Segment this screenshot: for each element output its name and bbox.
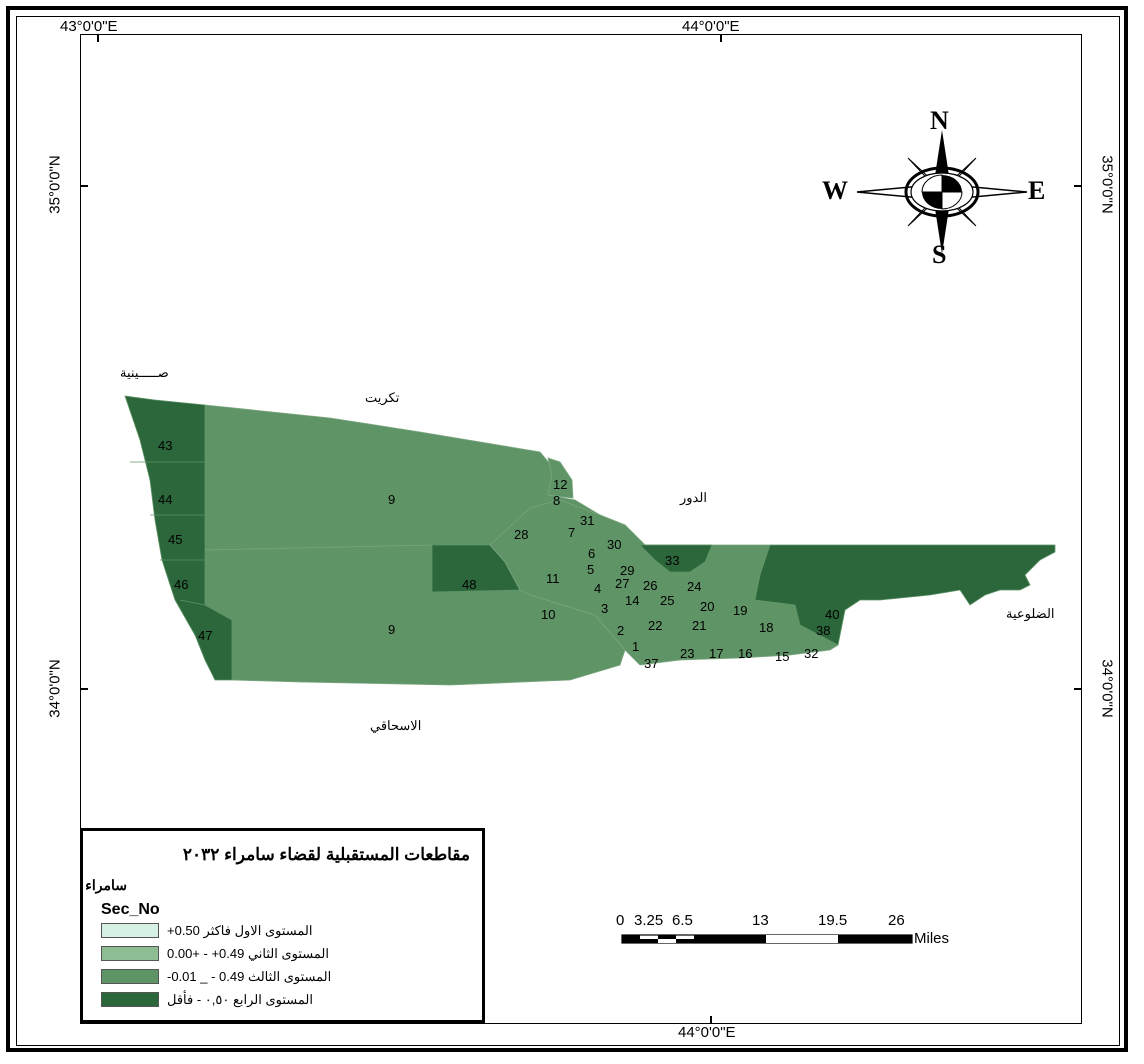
sector-label: 44 bbox=[158, 492, 173, 507]
outer-frame bbox=[6, 6, 1128, 1052]
west-label: W bbox=[822, 176, 848, 205]
sector-label: 32 bbox=[804, 646, 819, 661]
sector-label: 29 bbox=[620, 563, 635, 578]
lon-label-bottom: 44°0'0"E bbox=[678, 1024, 736, 1041]
sector-region-west[interactable] bbox=[124, 395, 233, 681]
sector-label: 8 bbox=[553, 493, 561, 508]
sector-divider bbox=[204, 544, 433, 551]
scale-tick-5: 26 bbox=[888, 912, 905, 929]
legend-label: +0.50 المستوى الاول فاكثر bbox=[167, 923, 313, 938]
sector-label: 15 bbox=[775, 649, 790, 664]
sector-label: 14 bbox=[625, 593, 640, 608]
sector-label: 27 bbox=[615, 576, 630, 591]
east-label: E bbox=[1028, 176, 1046, 205]
tick-top-left bbox=[97, 34, 99, 42]
inner-frame bbox=[16, 16, 1120, 1046]
sector-label: 6 bbox=[588, 546, 596, 561]
neighbor-sininiya: صـــــينية bbox=[120, 365, 169, 380]
scale-tick-2: 6.5 bbox=[672, 912, 693, 929]
sector-label: 16 bbox=[738, 646, 753, 661]
tick-left-top bbox=[80, 185, 88, 187]
tick-top-right bbox=[720, 34, 722, 42]
tick-left-bottom bbox=[80, 688, 88, 690]
sector-label: 5 bbox=[587, 562, 595, 577]
legend-item: -0.01 _ - 0.49 المستوى الثالث bbox=[101, 969, 471, 987]
legend-swatch bbox=[101, 969, 159, 984]
north-arrow bbox=[856, 130, 1028, 254]
neighbor-dhuluiya: الضلوعية bbox=[1006, 606, 1055, 621]
legend-swatch bbox=[101, 992, 159, 1007]
legend-item: 0.00+ - +0.49 المستوى الثاني bbox=[101, 946, 471, 964]
sector-label: 9 bbox=[388, 622, 396, 637]
scale-tick-3: 13 bbox=[752, 912, 769, 929]
scale-tick-4: 19.5 bbox=[818, 912, 848, 929]
legend-label: -0.01 _ - 0.49 المستوى الثالث bbox=[167, 969, 332, 984]
legend-item: +0.50 المستوى الاول فاكثر bbox=[101, 923, 471, 941]
neighbor-dour: الدور bbox=[680, 490, 707, 505]
sector-divider bbox=[179, 599, 206, 606]
neighbor-ishaqi: الاسحاقي bbox=[370, 718, 422, 733]
sector-label: 9 bbox=[388, 492, 396, 507]
map-frame bbox=[80, 34, 1082, 1024]
tick-right-bottom bbox=[1074, 688, 1082, 690]
legend-label: 0.00+ - +0.49 المستوى الثاني bbox=[167, 946, 329, 961]
sector-label: 2 bbox=[617, 623, 625, 638]
legend-swatch bbox=[101, 923, 159, 938]
scale-tick-1: 3.25 bbox=[634, 912, 664, 929]
legend-label: المستوى الرابع ٠,٥٠ - فأقل bbox=[167, 992, 313, 1007]
legend-swatch bbox=[101, 946, 159, 961]
sector-label: 30 bbox=[607, 537, 622, 552]
legend-title: مقاطعات المستقبلية لقضاء سامراء ٢٠٣٢ bbox=[182, 845, 470, 864]
sector-label: 46 bbox=[174, 577, 189, 592]
sector-region-12[interactable] bbox=[547, 457, 574, 499]
sector-label: 19 bbox=[733, 603, 748, 618]
sector-label: 18 bbox=[759, 620, 774, 635]
sector-label: 22 bbox=[648, 618, 663, 633]
scale-tick-0: 0 bbox=[616, 912, 625, 929]
north-label: N bbox=[930, 106, 949, 135]
legend-field: Sec_No bbox=[101, 901, 160, 918]
legend-item: المستوى الرابع ٠,٥٠ - فأقل bbox=[101, 992, 471, 1010]
sector-label: 33 bbox=[665, 553, 680, 568]
lon-label-top-right: 44°0'0"E bbox=[682, 18, 740, 35]
sector-label: 20 bbox=[700, 599, 715, 614]
legend: مقاطعات المستقبلية لقضاء سامراء ٢٠٣٢ سام… bbox=[80, 828, 485, 1023]
sector-label: 47 bbox=[198, 628, 213, 643]
sector-label: 45 bbox=[168, 532, 183, 547]
sector-region-33[interactable] bbox=[639, 544, 713, 573]
sector-label: 10 bbox=[541, 607, 556, 622]
sector-label: 17 bbox=[709, 646, 724, 661]
scale-unit: Miles bbox=[914, 930, 950, 947]
sector-label: 1 bbox=[632, 639, 640, 654]
sector-label: 11 bbox=[546, 571, 560, 586]
sector-label: 26 bbox=[643, 578, 658, 593]
sector-label: 38 bbox=[816, 623, 831, 638]
sector-label: 3 bbox=[601, 601, 609, 616]
sector-label: 37 bbox=[644, 656, 659, 671]
south-label: S bbox=[932, 240, 947, 269]
legend-subtitle: سامراء bbox=[85, 877, 127, 893]
sector-label: 25 bbox=[660, 593, 675, 608]
sector-label: 28 bbox=[514, 527, 529, 542]
sector-region-east[interactable] bbox=[754, 544, 1056, 646]
sector-label: 21 bbox=[692, 618, 707, 633]
sector-label: 7 bbox=[568, 525, 576, 540]
tick-right-top bbox=[1074, 185, 1082, 187]
sector-label: 23 bbox=[680, 646, 695, 661]
sector-label: 43 bbox=[158, 438, 173, 453]
scale-bar bbox=[621, 934, 913, 944]
sector-label: 4 bbox=[594, 581, 602, 596]
tick-bottom bbox=[710, 1016, 712, 1024]
sector-label: 31 bbox=[580, 513, 595, 528]
sector-label: 40 bbox=[825, 607, 840, 622]
sector-label: 12 bbox=[553, 477, 568, 492]
sector-label: 48 bbox=[462, 577, 477, 592]
sector-label: 24 bbox=[687, 579, 702, 594]
lon-label-top-left: 43°0'0"E bbox=[60, 18, 118, 35]
neighbor-tikrit: تكريت bbox=[365, 390, 400, 405]
